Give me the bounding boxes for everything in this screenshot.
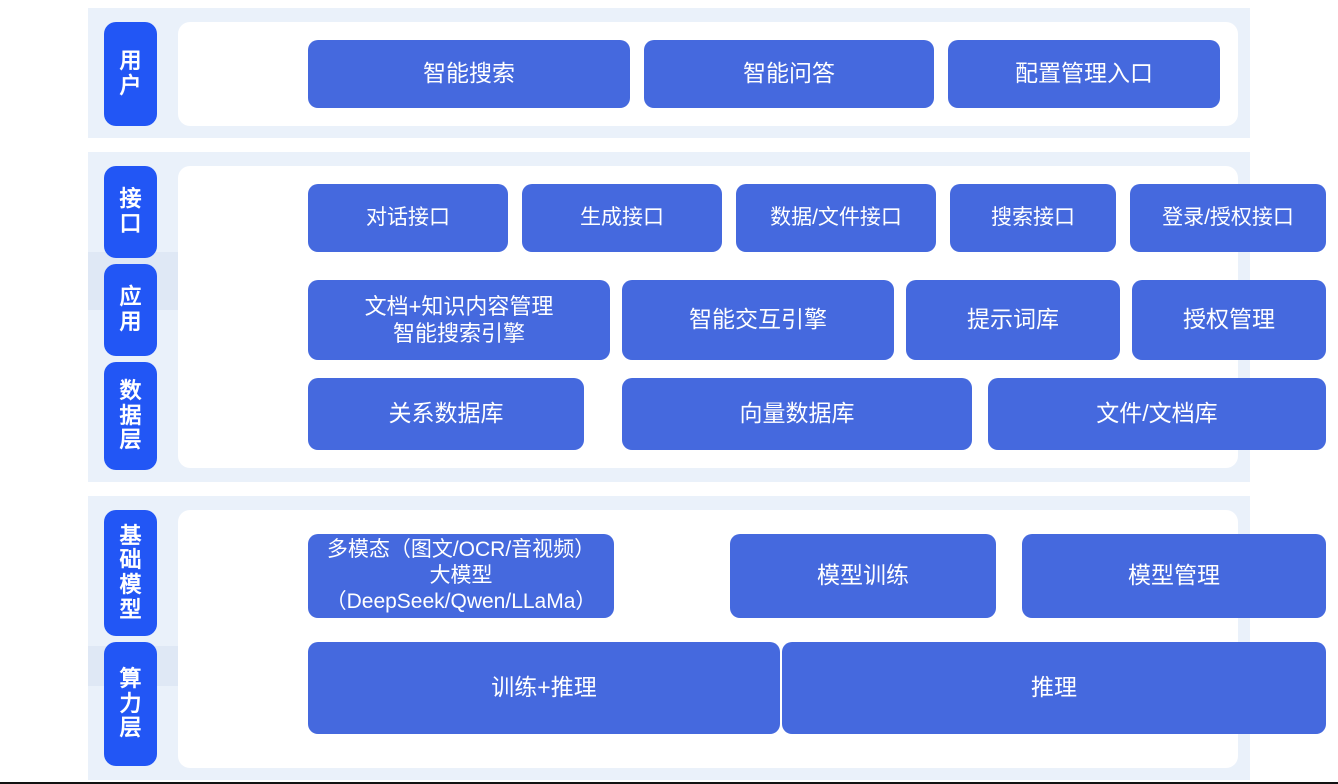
tab-user[interactable]: 用户 bbox=[104, 22, 157, 126]
box-intelligent-qa[interactable]: 智能问答 bbox=[644, 40, 934, 108]
section-foundation: 多模态（图文/OCR/音视频） 大模型（DeepSeek/Qwen/LLaMa）… bbox=[88, 496, 1326, 780]
box-multimodal-large-model[interactable]: 多模态（图文/OCR/音视频） 大模型（DeepSeek/Qwen/LLaMa） bbox=[308, 534, 614, 618]
box-vector-database[interactable]: 向量数据库 bbox=[622, 378, 972, 450]
section-user: 智能搜索 智能问答 配置管理入口 用户 bbox=[88, 8, 1250, 138]
tab-interface[interactable]: 接口 bbox=[104, 166, 157, 258]
tab-application[interactable]: 应用 bbox=[104, 264, 157, 356]
box-prompt-library[interactable]: 提示词库 bbox=[906, 280, 1120, 360]
box-training-inference[interactable]: 训练+推理 bbox=[308, 642, 780, 734]
box-search-api[interactable]: 搜索接口 bbox=[950, 184, 1116, 252]
box-file-document-store[interactable]: 文件/文档库 bbox=[988, 378, 1326, 450]
box-data-file-api[interactable]: 数据/文件接口 bbox=[736, 184, 936, 252]
bottom-rule bbox=[0, 782, 1338, 784]
section-foundation-panel: 多模态（图文/OCR/音视频） 大模型（DeepSeek/Qwen/LLaMa）… bbox=[178, 510, 1326, 768]
tab-data-layer[interactable]: 数据层 bbox=[104, 362, 157, 470]
section-platform-panel: 对话接口 生成接口 数据/文件接口 搜索接口 登录/授权接口 文档+知识内容管理… bbox=[178, 166, 1326, 468]
box-model-training[interactable]: 模型训练 bbox=[730, 534, 996, 618]
box-intelligent-search[interactable]: 智能搜索 bbox=[308, 40, 630, 108]
box-login-auth-api[interactable]: 登录/授权接口 bbox=[1130, 184, 1326, 252]
box-model-management[interactable]: 模型管理 bbox=[1022, 534, 1326, 618]
box-config-management-entry[interactable]: 配置管理入口 bbox=[948, 40, 1220, 108]
box-dialog-api[interactable]: 对话接口 bbox=[308, 184, 508, 252]
box-interaction-engine[interactable]: 智能交互引擎 bbox=[622, 280, 894, 360]
tab-compute-layer[interactable]: 算力层 bbox=[104, 642, 157, 766]
box-generation-api[interactable]: 生成接口 bbox=[522, 184, 722, 252]
tab-foundation-model[interactable]: 基础模型 bbox=[104, 510, 157, 636]
section-user-panel: 智能搜索 智能问答 配置管理入口 bbox=[178, 22, 1238, 126]
box-relational-database[interactable]: 关系数据库 bbox=[308, 378, 584, 450]
box-authorization-management[interactable]: 授权管理 bbox=[1132, 280, 1326, 360]
box-inference[interactable]: 推理 bbox=[782, 642, 1326, 734]
section-platform: 对话接口 生成接口 数据/文件接口 搜索接口 登录/授权接口 文档+知识内容管理… bbox=[88, 152, 1326, 482]
box-doc-knowledge-management[interactable]: 文档+知识内容管理 智能搜索引擎 bbox=[308, 280, 610, 360]
